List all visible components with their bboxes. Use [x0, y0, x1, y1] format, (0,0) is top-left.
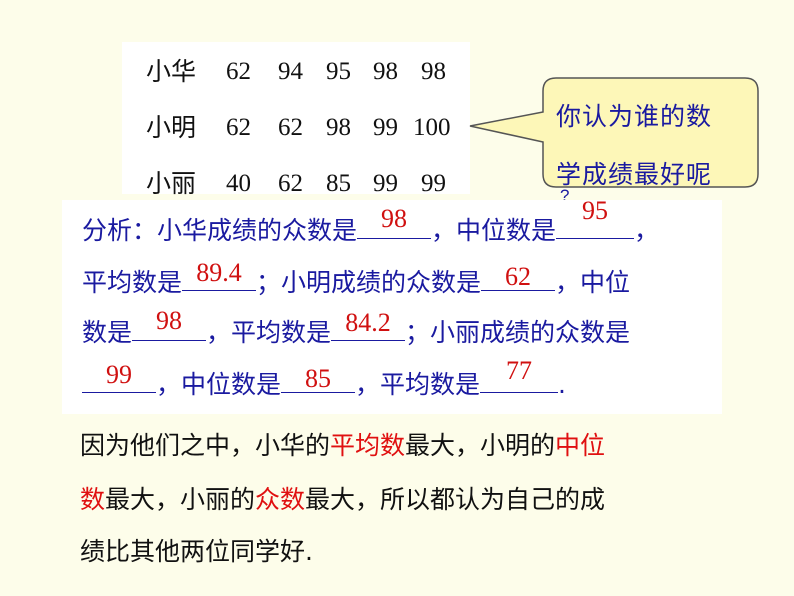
score-cell: 62 [226, 58, 251, 85]
score-cell: 99 [373, 170, 398, 197]
conclusion-line-3: 绩比其他两位同学好. [80, 524, 760, 580]
conclusion-text: 最大，小明的 [405, 431, 556, 460]
analysis-text: ，中位数是 [156, 370, 282, 399]
answer-value: 84.2 [345, 308, 391, 337]
answer-blank: 98 [132, 308, 207, 341]
student-name: 小华 [146, 57, 197, 86]
analysis-text: 数是 [82, 318, 133, 347]
speech-bubble [469, 77, 759, 188]
score-cell: 98 [373, 58, 398, 85]
answer-value: 85 [305, 364, 332, 393]
answer-blank: 95 [556, 198, 635, 239]
score-cell: 62 [278, 114, 303, 141]
conclusion-text: 绩比其他两位同学好. [80, 537, 313, 566]
analysis-text: ， [634, 216, 660, 245]
conclusion-line-2: 数最大，小丽的众数最大，所以都认为自己的成 [80, 472, 760, 528]
conclusion-line-1: 因为他们之中，小华的平均数最大，小明的中位 [80, 418, 760, 474]
callout-line: 你认为谁的数 [556, 102, 713, 131]
score-row-xiaoli: 小丽 40 62 85 99 99 [122, 156, 470, 212]
scores-table: 小华 62 94 95 98 98 小明 62 62 98 99 100 小丽 … [122, 42, 470, 198]
conclusion-text: 最大，小丽的 [105, 485, 256, 514]
highlight-mean: 平均数 [330, 431, 406, 460]
score-cell: 98 [421, 58, 446, 85]
analysis-text: ，中位数是 [431, 216, 557, 245]
analysis-text: 分析：小华成绩的众数是 [82, 216, 358, 245]
analysis-box [62, 200, 722, 414]
score-cell: 100 [413, 114, 451, 141]
callout-text: 你认为谁的数 学成绩最好呢 [556, 88, 756, 204]
callout-line: 学成绩最好呢 [556, 160, 713, 189]
analysis-text: . [558, 370, 566, 399]
analysis-text: ，平均数是 [206, 318, 332, 347]
analysis-line-4: 99 ，中位数是 85 ，平均数是 77. [82, 358, 566, 410]
answer-blank: 77 [480, 358, 559, 393]
score-cell: 62 [226, 114, 251, 141]
analysis-line-2: 平均数是 89.4 ；小明成绩的众数是 62 ，中位 [82, 258, 630, 308]
answer-value: 95 [582, 196, 609, 225]
answer-blank: 98 [357, 206, 432, 239]
answer-value: 98 [381, 204, 408, 233]
score-cell: 95 [326, 58, 351, 85]
answer-value: 77 [506, 356, 533, 385]
analysis-text: ，中位 [555, 268, 631, 297]
score-row-xiaohua: 小华 62 94 95 98 98 [122, 44, 470, 100]
score-cell: 85 [326, 170, 351, 197]
analysis-text: ；小明成绩的众数是 [256, 268, 482, 297]
analysis-text: ，平均数是 [355, 370, 481, 399]
answer-blank: 62 [481, 262, 556, 291]
analysis-line-1: 分析：小华成绩的众数是 98 ，中位数是 95 ， [82, 198, 660, 256]
score-cell: 98 [326, 114, 351, 141]
conclusion-text: 最大，所以都认为自己的成 [305, 485, 606, 514]
student-name: 小明 [146, 113, 197, 142]
analysis-text: ；小丽成绩的众数是 [405, 318, 631, 347]
score-cell: 62 [278, 170, 303, 197]
highlight-mode: 众数 [255, 485, 306, 514]
answer-value: 62 [505, 262, 532, 291]
score-cell: 99 [421, 170, 446, 197]
callout-question-mark: ? [560, 186, 570, 205]
answer-value: 99 [106, 360, 132, 389]
answer-blank: 85 [281, 364, 356, 393]
answer-blank: 89.4 [182, 260, 257, 291]
analysis-text: 平均数是 [82, 268, 183, 297]
answer-value: 98 [156, 306, 183, 335]
score-row-xiaoming: 小明 62 62 98 99 100 [122, 100, 470, 156]
conclusion-text: 因为他们之中，小华的 [80, 431, 331, 460]
score-cell: 94 [278, 58, 303, 85]
score-cell: 99 [373, 114, 398, 141]
highlight-median: 数 [80, 485, 106, 514]
student-name: 小丽 [146, 169, 197, 198]
answer-blank: 99 [82, 362, 156, 393]
answer-value: 89.4 [196, 258, 242, 287]
highlight-median: 中位 [555, 431, 606, 460]
score-cell: 40 [226, 170, 251, 197]
answer-blank: 84.2 [331, 310, 406, 341]
analysis-line-3: 数是 98 ，平均数是 84.2 ；小丽成绩的众数是 [82, 308, 630, 358]
